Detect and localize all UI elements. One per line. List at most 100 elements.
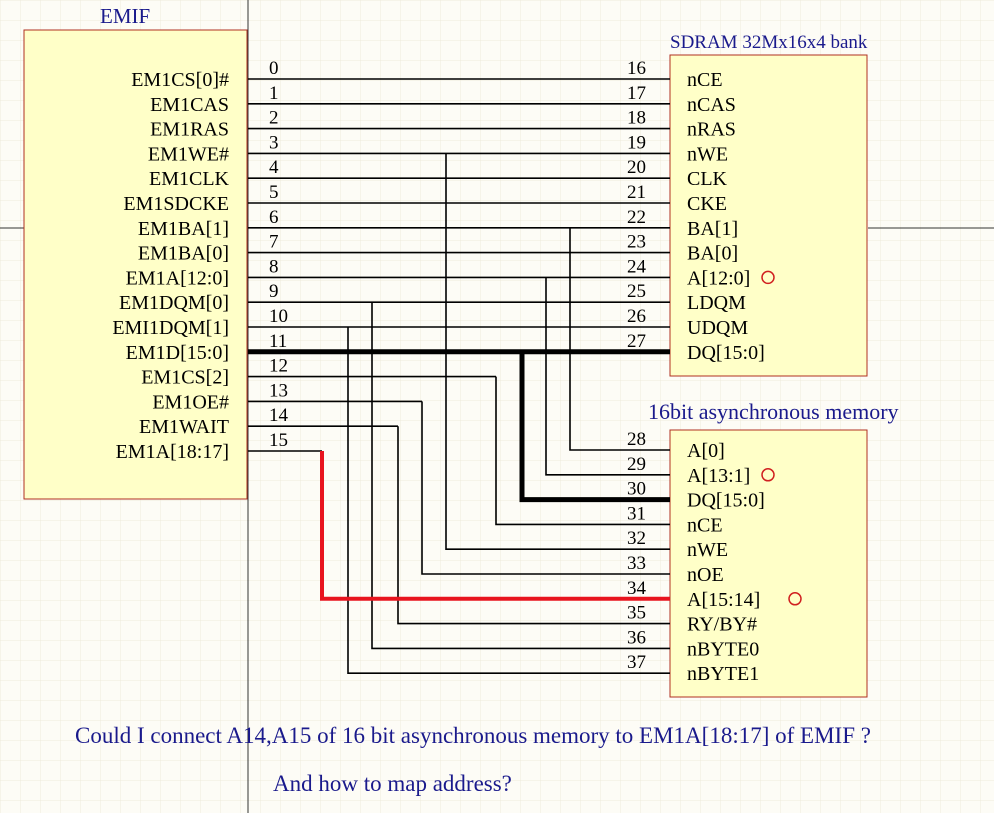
async-wire-number-5: 33	[627, 553, 646, 574]
left-wire-number-7: 7	[269, 232, 279, 253]
wire-ba1-to-a0	[569, 227, 670, 451]
async-wire-number-7: 35	[627, 603, 646, 624]
async-wire-number-1: 29	[627, 454, 646, 475]
wire-a18-17-to-a15-14	[320, 451, 670, 601]
sdram-a12-0-marker-icon	[761, 270, 775, 285]
wire-a12-to-a13-1	[545, 277, 670, 476]
left-wire-number-6: 6	[269, 207, 279, 228]
pin-markers	[761, 270, 802, 606]
async-a13-1-marker-icon	[761, 468, 775, 482]
sdram-pin-0: nCE	[687, 69, 723, 91]
wires	[248, 78, 670, 675]
emif-pin-15: EM1A[18:17]	[116, 441, 229, 463]
left-wire-number-15: 15	[269, 430, 288, 451]
async-wire-number-0: 28	[627, 429, 646, 450]
async-memory-box	[669, 429, 868, 698]
wire-oe-to-noe	[421, 401, 670, 575]
sdram-wire-number-0: 16	[627, 58, 646, 79]
async-pin-6: A[15:14]	[687, 589, 760, 611]
sdram-wire-number-3: 19	[627, 132, 646, 153]
async-pin-4: nWE	[687, 539, 728, 561]
sdram-pin-9: LDQM	[687, 292, 746, 314]
sdram-wire-number-2: 18	[627, 108, 646, 129]
emif-pin-9: EM1DQM[0]	[119, 292, 229, 314]
wire-dqm0-to-nbyte0	[371, 302, 670, 650]
emif-pin-7: EM1BA[0]	[138, 243, 229, 265]
left-wire-number-9: 9	[269, 281, 279, 302]
sdram-wire-number-6: 22	[627, 207, 646, 228]
emif-pin-1: EM1CAS	[150, 94, 229, 116]
left-wire-number-5: 5	[269, 182, 279, 203]
left-wire-number-13: 13	[269, 380, 288, 401]
wire-we-to-nwe	[445, 153, 670, 551]
emif-pin-2: EM1RAS	[150, 119, 229, 141]
emif-title: EMIF	[100, 4, 150, 28]
left-wire-number-10: 10	[269, 306, 288, 327]
emif-pin-labels: EM1CS[0]#EM1CASEM1RASEM1WE#EM1CLKEM1SDCK…	[112, 69, 229, 463]
bus-data-to-async	[519, 351, 670, 503]
emif-pin-3: EM1WE#	[148, 143, 229, 165]
emif-pin-14: EM1WAIT	[139, 416, 229, 438]
left-wire-number-1: 1	[269, 83, 279, 104]
sdram-pin-10: UDQM	[687, 317, 748, 339]
async-wire-number-9: 37	[627, 652, 646, 673]
sdram-pin-11: DQ[15:0]	[687, 342, 765, 364]
left-wire-number-12: 12	[269, 356, 288, 377]
left-wire-number-4: 4	[269, 157, 279, 178]
emif-pin-12: EM1CS[2]	[141, 367, 229, 389]
async-a15-14-marker-icon	[788, 592, 802, 606]
sdram-wire-number-5: 21	[627, 182, 646, 203]
async-wire-number-8: 36	[627, 627, 646, 648]
async-pin-0: A[0]	[687, 440, 725, 462]
sdram-wire-number-11: 27	[627, 331, 646, 352]
left-wire-number-3: 3	[269, 132, 279, 153]
sdram-pin-6: BA[1]	[687, 218, 738, 240]
emif-pin-0: EM1CS[0]#	[131, 69, 229, 91]
sdram-pin-3: nWE	[687, 143, 728, 165]
left-wire-number-11: 11	[269, 331, 287, 352]
sdram-pin-8: A[12:0]	[687, 267, 750, 289]
sdram-wire-number-1: 17	[627, 83, 646, 104]
left-wire-number-8: 8	[269, 256, 279, 277]
sdram-wire-number-8: 24	[627, 256, 647, 277]
async-wire-number-3: 31	[627, 503, 646, 524]
async-pin-7: RY/BY#	[687, 614, 757, 636]
wire-cs2-to-nce	[495, 376, 670, 526]
emif-pin-11: EM1D[15:0]	[126, 342, 229, 364]
question-line-1: Could I connect A14,A15 of 16 bit asynch…	[75, 723, 871, 748]
sdram-wire-number-4: 20	[627, 157, 646, 178]
sdram-box	[669, 54, 868, 377]
async-pin-8: nBYTE0	[687, 638, 759, 660]
sdram-wire-number-10: 26	[627, 306, 646, 327]
sdram-wire-numbers: 16 17 18 19 20 21 22 23 24 25 26 27	[627, 58, 647, 352]
sdram-pin-1: nCAS	[687, 94, 736, 116]
left-wire-number-0: 0	[269, 58, 279, 79]
sdram-wire-number-7: 23	[627, 232, 646, 253]
emif-pin-6: EM1BA[1]	[138, 218, 229, 240]
async-pin-1: A[13:1]	[687, 465, 750, 487]
wire-wait-to-ryby	[397, 426, 670, 625]
async-wire-number-6: 34	[627, 578, 647, 599]
sdram-pin-2: nRAS	[687, 119, 736, 141]
emif-box	[23, 29, 248, 500]
emif-pin-8: EM1A[12:0]	[126, 267, 229, 289]
async-memory-title: 16bit asynchronous memory	[648, 399, 899, 424]
emif-pin-10: EMI1DQM[1]	[112, 317, 229, 339]
left-wire-number-14: 14	[269, 405, 289, 426]
sdram-pin-4: CLK	[687, 168, 728, 190]
async-pin-5: nOE	[687, 564, 724, 586]
left-wire-number-2: 2	[269, 108, 279, 129]
async-wire-number-2: 30	[627, 479, 646, 500]
sdram-pin-5: CKE	[687, 193, 727, 215]
emif-pin-4: EM1CLK	[149, 168, 230, 190]
sdram-wire-number-9: 25	[627, 281, 646, 302]
question-line-2: And how to map address?	[273, 771, 512, 796]
sdram-title: SDRAM 32Mx16x4 bank	[670, 32, 868, 53]
sdram-pin-7: BA[0]	[687, 243, 738, 265]
wire-dqm1-to-nbyte1	[347, 327, 670, 675]
